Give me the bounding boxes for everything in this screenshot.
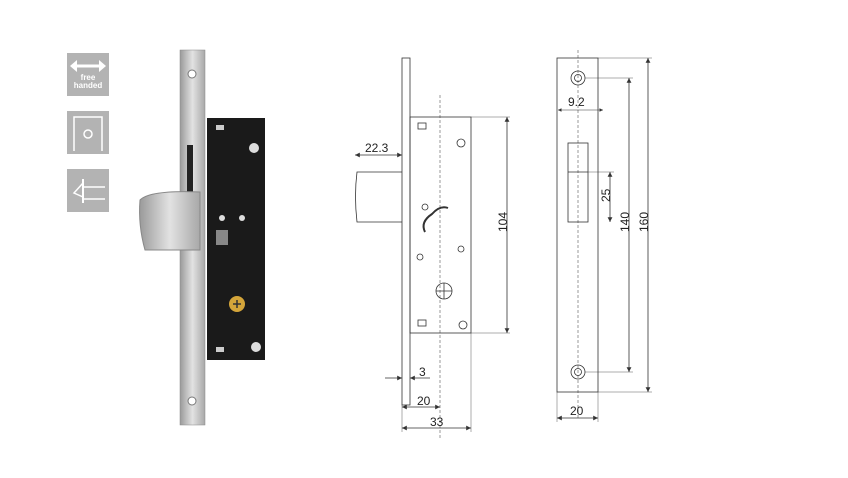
handed-label: handed bbox=[73, 81, 103, 90]
dim-screw-spacing: 140 bbox=[618, 212, 632, 232]
dim-bolt-width: 9.2 bbox=[568, 95, 585, 109]
dim-case-height: 104 bbox=[496, 212, 510, 232]
dim-bolt-throw: 22.3 bbox=[365, 141, 389, 155]
door-frame-icon bbox=[67, 111, 109, 154]
dim-case-depth: 33 bbox=[430, 415, 444, 429]
free-handed-icon: free handed bbox=[67, 53, 109, 96]
double-arrow-icon bbox=[70, 60, 106, 72]
dim-faceplate-width: 20 bbox=[570, 404, 584, 418]
dim-faceplate-thickness: 3 bbox=[419, 365, 426, 379]
dim-bolt-height: 25 bbox=[599, 188, 613, 202]
side-view-drawing bbox=[355, 57, 510, 440]
dim-faceplate-length: 160 bbox=[637, 212, 651, 232]
free-label: free bbox=[80, 73, 96, 82]
lock-photo bbox=[139, 49, 265, 426]
dim-backset: 20 bbox=[417, 394, 431, 408]
bolt-side-icon bbox=[67, 169, 109, 212]
front-view-drawing bbox=[556, 50, 652, 422]
